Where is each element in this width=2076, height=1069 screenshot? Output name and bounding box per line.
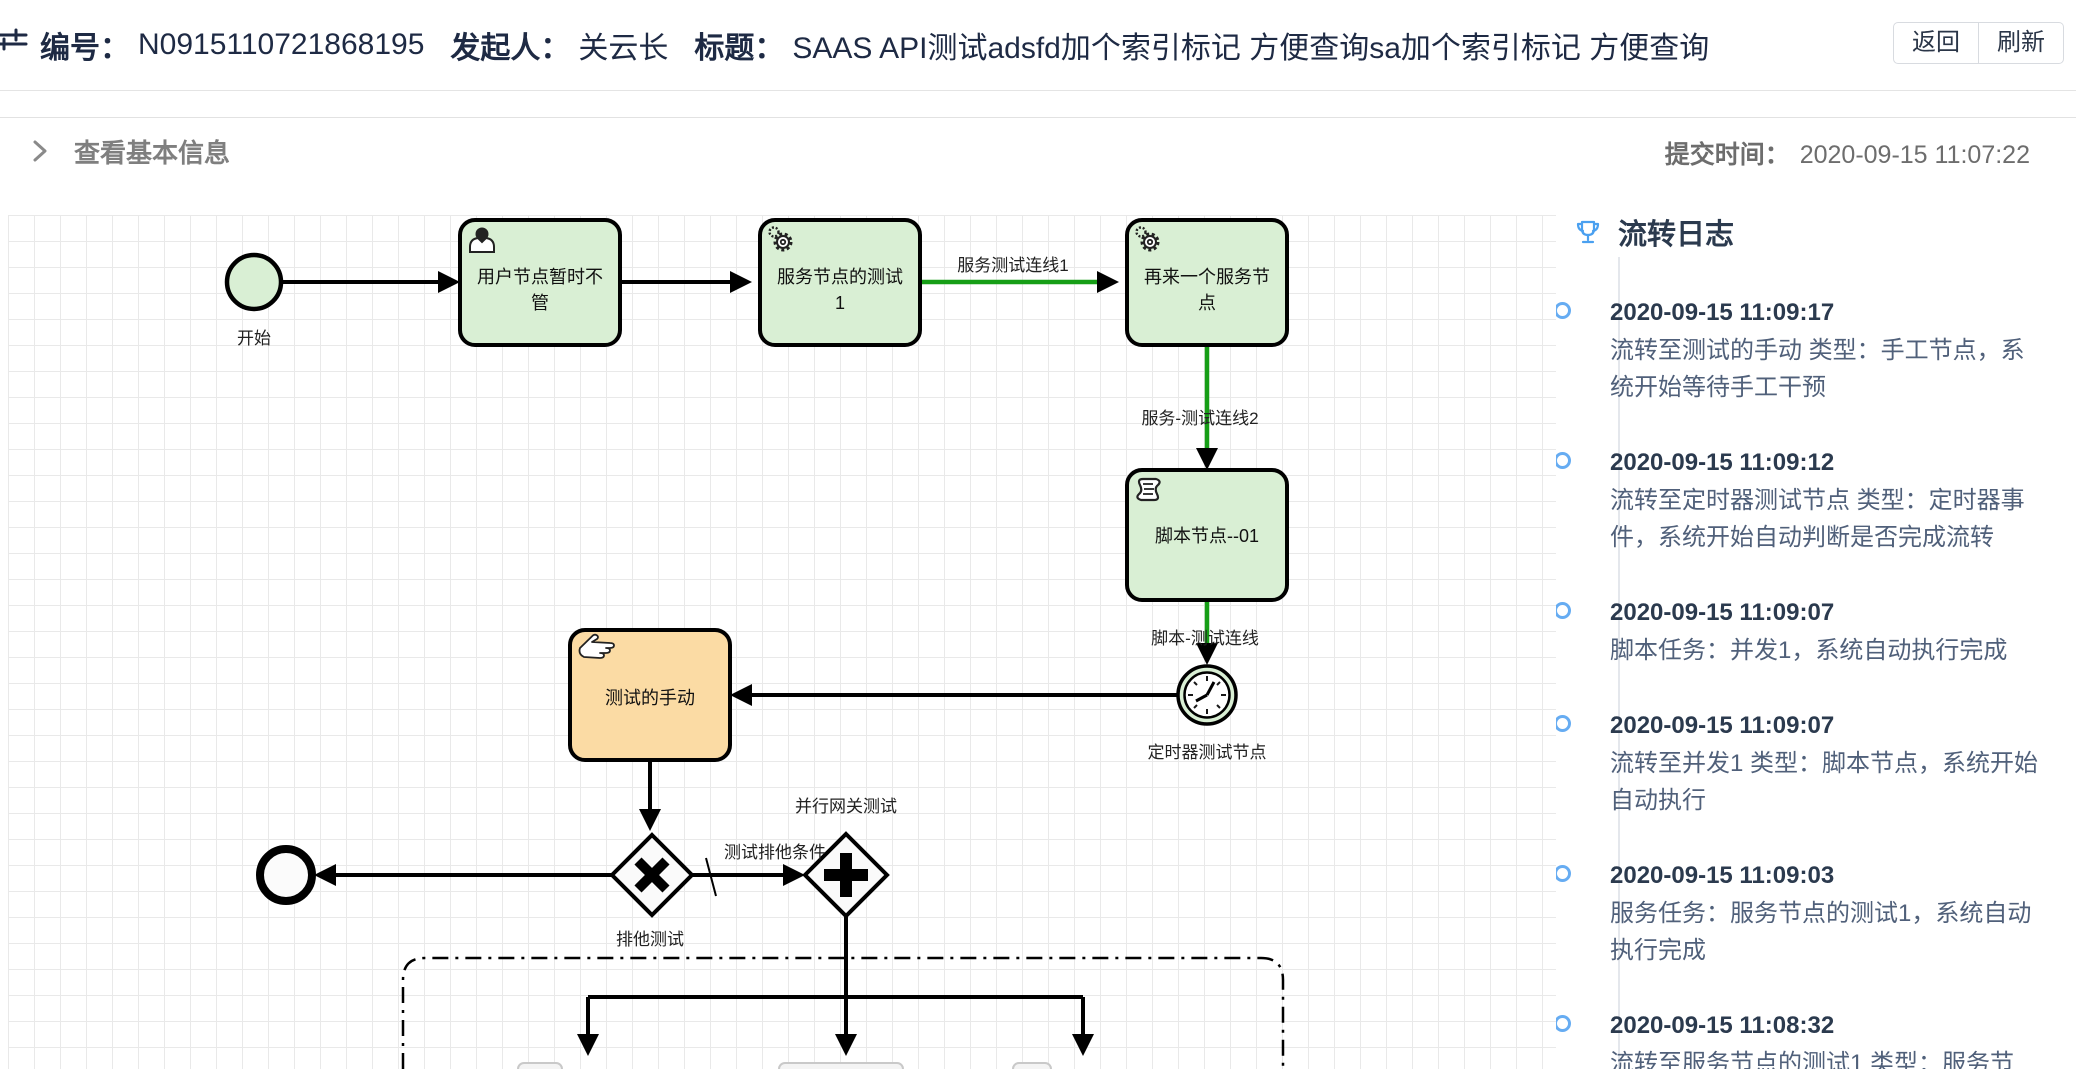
flow-log-title: 流转日志: [1618, 219, 1735, 251]
parallel-gateway[interactable]: 并行网关测试: [795, 797, 897, 919]
log-text: 脚本任务：并发1，系统自动执行完成: [1610, 637, 2008, 664]
end-event[interactable]: [256, 845, 316, 905]
cutoff-node-tops: [517, 1062, 1052, 1069]
log-text: 服务任务：服务节点的测试1，系统自动执行完成: [1610, 900, 2032, 964]
completed-flows: [920, 279, 1210, 651]
flow-log-list: 2020-09-15 11:09:17 流转至测试的手动 类型：手工节点，系统开…: [1556, 297, 2076, 1069]
number-value: N0915110721868195: [138, 28, 425, 61]
x-marker-icon: [634, 857, 670, 893]
exclusive-gateway-label: 排他测试: [616, 930, 684, 949]
log-text: 流转至服务节点的测试1 类型：服务节: [1610, 1050, 2015, 1069]
manual-task-label: 测试的手动: [605, 688, 695, 708]
exclusive-gateway[interactable]: 排他测试: [609, 832, 695, 949]
page-header: 编号： N0915110721868195 发起人： 关云长 标题： SAAS …: [0, 0, 2076, 91]
submit-time: 提交时间： 2020-09-15 11:07:22: [1665, 135, 2030, 171]
log-text: 流转至并发1 类型：脚本节点，系统开始自动执行: [1610, 750, 2039, 814]
title-value: SAAS API测试adsfd加个索引标记 方便查询sa加个索引标记 方便查询: [792, 32, 1710, 65]
timeline-dot-icon: [1556, 602, 1571, 619]
manual-task-node[interactable]: 测试的手动: [568, 628, 732, 762]
timeline-dot-icon: [1556, 715, 1571, 732]
timeline-dot-icon: [1556, 1015, 1571, 1032]
submit-time-value: 2020-09-15 11:07:22: [1799, 141, 2030, 169]
header-actions: 返回 刷新: [1893, 22, 2064, 64]
bpmn-grid-canvas[interactable]: [8, 215, 1556, 1069]
timeline-line: [1618, 257, 1620, 1069]
log-entry: 2020-09-15 11:09:17 流转至测试的手动 类型：手工节点，系统开…: [1556, 297, 2076, 406]
trophy-icon: [1576, 220, 1600, 244]
gear-icon: [1135, 226, 1160, 252]
log-entry: 2020-09-15 11:09:07 脚本任务：并发1，系统自动执行完成: [1556, 597, 2076, 669]
edge-label-service2: 服务-测试连线2: [1141, 409, 1258, 428]
user-task-label: 用户节点暂时不管: [477, 267, 603, 313]
dashed-group-boundary: [401, 956, 1285, 1069]
number-label: 编号：: [40, 32, 130, 65]
timeline-dot-icon: [1556, 865, 1571, 882]
log-time: 2020-09-15 11:09:07: [1610, 599, 1835, 626]
plus-marker-icon: [824, 853, 868, 897]
start-event[interactable]: 开始: [224, 252, 284, 348]
timer-event-label: 定时器测试节点: [1148, 743, 1267, 762]
edge-label-condition: 测试排他条件: [724, 843, 826, 862]
basic-info-title[interactable]: 查看基本信息: [74, 138, 231, 168]
refresh-button[interactable]: 刷新: [1979, 22, 2064, 64]
start-event-label: 开始: [237, 329, 271, 348]
edge-label-service1: 服务测试连线1: [957, 256, 1068, 275]
log-time: 2020-09-15 11:08:32: [1610, 1012, 1835, 1039]
log-time: 2020-09-15 11:09:17: [1610, 299, 1835, 326]
timer-event[interactable]: 定时器测试节点: [1148, 664, 1267, 762]
user-icon: [469, 227, 495, 253]
flow-log-panel: 流转日志 2020-09-15 11:09:17 流转至测试的手动 类型：手工节…: [1556, 185, 2076, 1069]
filter-sliders-icon[interactable]: [0, 26, 28, 60]
script-task-node[interactable]: 脚本节点--01: [1125, 468, 1289, 602]
service-task-2-label: 再来一个服务节点: [1144, 267, 1270, 313]
log-time: 2020-09-15 11:09:12: [1610, 449, 1835, 476]
log-time: 2020-09-15 11:09:07: [1610, 712, 1835, 739]
timeline-dot-icon: [1556, 302, 1571, 319]
submit-time-label: 提交时间：: [1664, 141, 1790, 169]
parallel-gateway-label: 并行网关测试: [795, 797, 897, 816]
basic-info-bar: 查看基本信息 提交时间： 2020-09-15 11:07:22: [0, 117, 2076, 186]
hand-icon: [578, 633, 615, 659]
initiator-value: 关云长: [578, 32, 669, 65]
back-button[interactable]: 返回: [1893, 22, 1979, 64]
log-text: 流转至测试的手动 类型：手工节点，系统开始等待手工干预: [1610, 337, 2025, 401]
initiator-label: 发起人：: [450, 32, 571, 65]
edge-label-script: 脚本-测试连线: [1151, 629, 1259, 648]
log-entry: 2020-09-15 11:09:03 服务任务：服务节点的测试1，系统自动执行…: [1556, 860, 2076, 969]
title-label: 标题：: [694, 32, 785, 65]
edge-labels: 服务测试连线1 服务-测试连线2 脚本-测试连线 测试排他条件: [724, 256, 1259, 862]
log-text: 流转至定时器测试节点 类型：定时器事件，系统开始自动判断是否完成流转: [1610, 487, 2025, 551]
clock-icon: [1188, 676, 1226, 714]
gear-icon: [768, 226, 793, 252]
log-entry: 2020-09-15 11:08:32 流转至服务节点的测试1 类型：服务节: [1556, 1010, 2076, 1069]
service-task-2-node[interactable]: 再来一个服务节点: [1125, 218, 1289, 347]
log-time: 2020-09-15 11:09:03: [1610, 862, 1835, 889]
user-task-node[interactable]: 用户节点暂时不管: [458, 218, 622, 347]
script-icon: [1136, 477, 1161, 502]
script-task-label: 脚本节点--01: [1155, 526, 1259, 546]
log-entry: 2020-09-15 11:09:07 流转至并发1 类型：脚本节点，系统开始自…: [1556, 710, 2076, 819]
timeline-dot-icon: [1556, 452, 1571, 469]
chevron-right-icon[interactable]: [24, 136, 54, 166]
arrowheads: [314, 271, 1218, 1056]
log-entry: 2020-09-15 11:09:12 流转至定时器测试节点 类型：定时器事件，…: [1556, 447, 2076, 556]
